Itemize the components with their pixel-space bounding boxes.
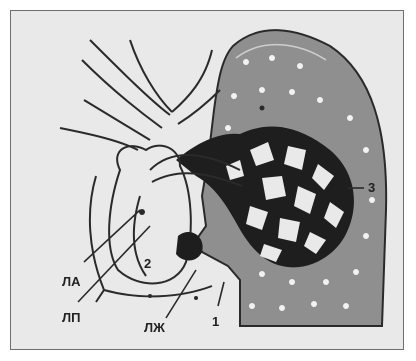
label-lzh: ЛЖ (144, 320, 165, 335)
trachea-bronchi (60, 40, 220, 150)
label-lp: ЛП (62, 310, 80, 325)
label-2: 2 (144, 256, 151, 271)
label-3: 3 (368, 180, 375, 195)
label-la: ЛА (62, 274, 81, 289)
label-1: 1 (212, 314, 219, 329)
